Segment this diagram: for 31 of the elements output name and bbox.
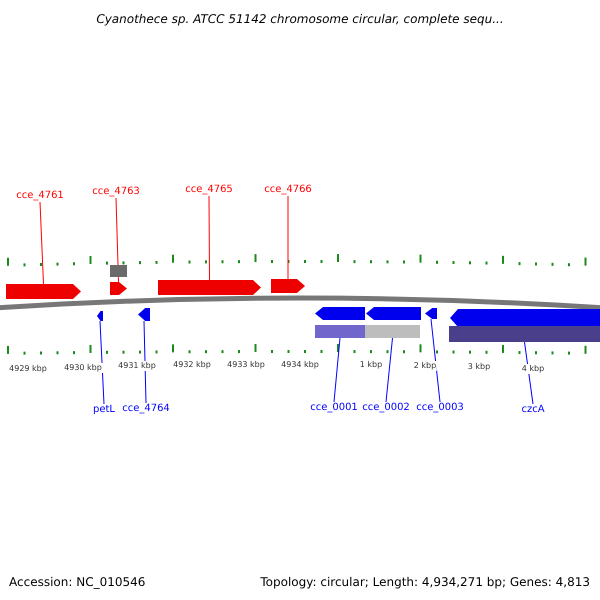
genome-summary-text: Topology: circular; Length: 4,934,271 bp; Genes: 4,813 bbox=[260, 575, 590, 589]
leader-line bbox=[208, 196, 210, 280]
scale-label: 4933 kbp bbox=[226, 360, 266, 370]
scale-label: 4 kbp bbox=[520, 364, 546, 374]
leader-line bbox=[100, 320, 104, 404]
scale-label: 4931 kbp bbox=[117, 361, 157, 371]
leader-line bbox=[386, 338, 393, 402]
scale-label: 4929 kbp bbox=[8, 364, 48, 374]
title: Cyanothece sp. ATCC 51142 chromosome circular, complete sequ... bbox=[95, 12, 505, 26]
gene-label: cce_4764 bbox=[122, 403, 170, 415]
leader-line bbox=[40, 202, 44, 284]
scale-label: 2 kbp bbox=[412, 361, 438, 371]
gene-label: cce_0001 bbox=[310, 402, 358, 414]
leader-line bbox=[116, 198, 119, 282]
gene-label: petL bbox=[93, 404, 115, 416]
gene-label: cce_4761 bbox=[16, 190, 64, 202]
scale-label: 4932 kbp bbox=[172, 360, 212, 370]
gene-label: czcA bbox=[521, 404, 545, 416]
leader-line bbox=[334, 338, 340, 402]
gene-label: cce_4763 bbox=[92, 186, 140, 198]
gene-label: cce_0003 bbox=[416, 402, 464, 414]
scale-label: 4934 kbp bbox=[280, 360, 320, 370]
scale-label: 4930 kbp bbox=[63, 363, 103, 373]
gene-label: cce_0002 bbox=[362, 402, 410, 414]
gene-label: cce_4766 bbox=[264, 184, 312, 196]
scale-label: 1 kbp bbox=[358, 360, 384, 370]
scale-label: 3 kbp bbox=[466, 362, 492, 372]
leader-line bbox=[430, 318, 440, 402]
leader-line bbox=[144, 320, 146, 404]
accession-text: Accession: NC_010546 bbox=[9, 575, 146, 589]
gene-label: cce_4765 bbox=[185, 184, 233, 196]
